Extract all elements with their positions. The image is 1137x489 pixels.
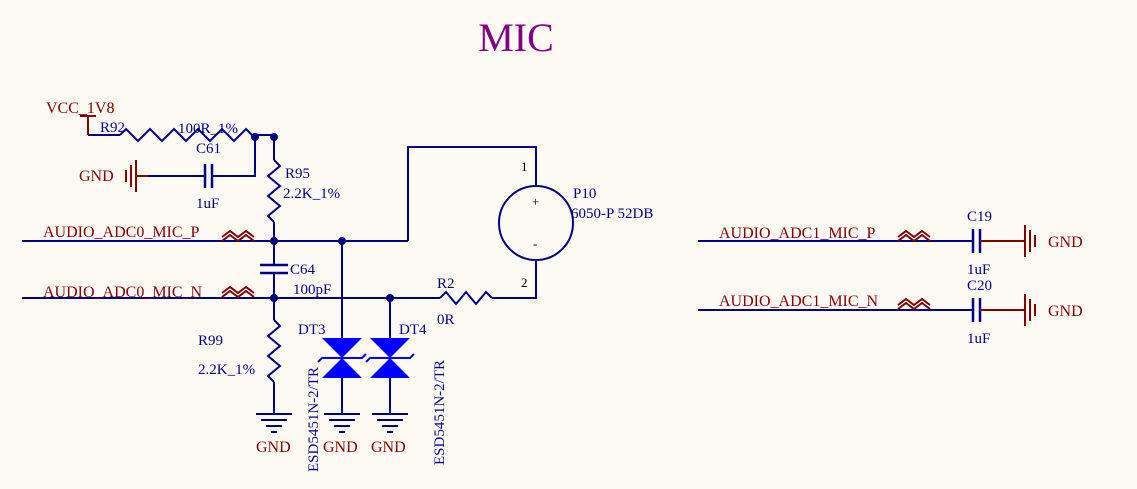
resistor-r92 bbox=[119, 127, 253, 143]
c64-value: 100pF bbox=[293, 282, 331, 298]
r95-ref: R95 bbox=[285, 166, 310, 182]
net-port-adc1-n-icon bbox=[897, 297, 931, 311]
r99-ref: R99 bbox=[198, 333, 223, 349]
c61-ref: C61 bbox=[196, 141, 221, 157]
capacitor-c19 bbox=[971, 229, 982, 253]
dt4-part: ESD5451N-2/TR bbox=[432, 360, 448, 465]
p10-plus: + bbox=[532, 194, 539, 209]
gnd-r99-symbol bbox=[256, 413, 292, 433]
capacitor-c61 bbox=[203, 164, 214, 188]
resistor-r99 bbox=[266, 319, 282, 383]
microphone-p10: + - bbox=[498, 185, 574, 261]
gnd-c19-label: GND bbox=[1048, 234, 1083, 251]
p10-value: 6050-P 52DB bbox=[571, 206, 653, 222]
r95-value: 2.2K_1% bbox=[283, 186, 340, 202]
net-label-adc0-n: AUDIO_ADC0_MIC_N bbox=[43, 284, 203, 301]
wire-p10-pin1 bbox=[407, 146, 537, 241]
wire-p10-pin2 bbox=[492, 260, 537, 299]
r92-ref: R92 bbox=[100, 120, 125, 136]
wire-c61 bbox=[212, 137, 256, 177]
net-port-adc1-p-icon bbox=[897, 229, 931, 243]
tvs-diode-dt3-icon bbox=[317, 338, 367, 378]
c20-value: 1uF bbox=[967, 331, 990, 347]
gnd-c19-symbol bbox=[1024, 225, 1036, 257]
c19-ref: C19 bbox=[967, 209, 992, 225]
p10-minus: - bbox=[533, 236, 537, 251]
gnd-dt3-symbol bbox=[324, 413, 360, 433]
gnd-r99-label: GND bbox=[256, 439, 291, 456]
r99-value: 2.2K_1% bbox=[198, 362, 255, 378]
c61-value: 1uF bbox=[196, 196, 219, 212]
p10-pin2: 2 bbox=[521, 275, 528, 290]
dt3-ref: DT3 bbox=[298, 322, 326, 338]
net-label-adc1-n: AUDIO_ADC1_MIC_N bbox=[719, 293, 879, 310]
p10-pin1: 1 bbox=[521, 159, 528, 174]
gnd-dt4-label: GND bbox=[371, 439, 406, 456]
net-label-adc1-p: AUDIO_ADC1_MIC_P bbox=[719, 225, 876, 242]
gnd-c20-symbol bbox=[1024, 294, 1036, 326]
resistor-r2 bbox=[439, 290, 493, 306]
dt3-part: ESD5451N-2/TR bbox=[306, 367, 322, 472]
r2-ref: R2 bbox=[437, 276, 455, 292]
c20-ref: C20 bbox=[967, 278, 992, 294]
net-port-n-icon bbox=[221, 285, 255, 299]
r92-value: 100R_1% bbox=[178, 121, 238, 137]
gnd-left-label: GND bbox=[79, 168, 114, 185]
gnd-dt3-label: GND bbox=[323, 439, 358, 456]
dt4-ref: DT4 bbox=[399, 322, 427, 338]
net-port-p-icon bbox=[221, 229, 255, 243]
resistor-r95 bbox=[266, 159, 282, 223]
vcc-label: VCC_1V8 bbox=[46, 100, 114, 117]
tvs-diode-dt4-icon bbox=[365, 338, 415, 378]
net-label-adc0-p: AUDIO_ADC0_MIC_P bbox=[43, 224, 200, 241]
gnd-c20-label: GND bbox=[1048, 303, 1083, 320]
capacitor-c20 bbox=[971, 298, 982, 322]
p10-ref: P10 bbox=[573, 186, 596, 202]
capacitor-c64 bbox=[260, 263, 288, 275]
vcc-power-symbol: VCC_1V8 bbox=[46, 100, 114, 135]
sheet-title: MIC bbox=[478, 15, 554, 60]
r2-value: 0R bbox=[437, 312, 455, 328]
c64-ref: C64 bbox=[290, 262, 316, 278]
gnd-left-symbol: GND bbox=[79, 160, 148, 192]
gnd-dt4-symbol bbox=[372, 413, 408, 433]
c19-value: 1uF bbox=[967, 262, 990, 278]
